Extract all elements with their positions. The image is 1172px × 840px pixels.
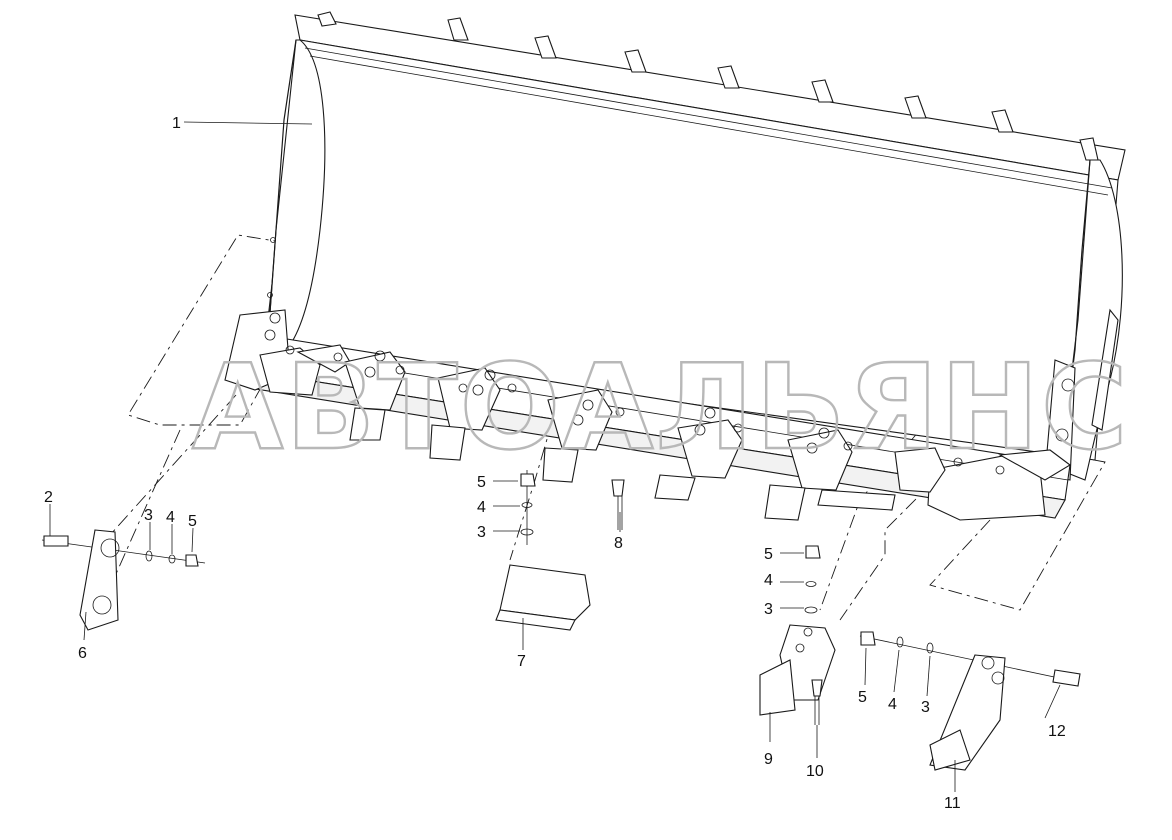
center-fasteners <box>520 470 625 545</box>
wear-plate-7 <box>495 564 591 631</box>
pin-10 <box>811 679 823 725</box>
callout-4: 4 <box>166 509 175 526</box>
tooth-bolts <box>285 345 1005 475</box>
bucket-body <box>264 11 1126 481</box>
callout-11: 11 <box>944 795 961 812</box>
callout-4: 4 <box>477 499 486 516</box>
callout-3: 3 <box>144 507 153 524</box>
callout-3: 3 <box>921 699 930 716</box>
callout-3: 3 <box>477 524 486 541</box>
callout-4: 4 <box>888 696 897 713</box>
bucket-teeth <box>259 344 1005 521</box>
tooth-adapter-9 <box>759 624 836 716</box>
callout-1: 1 <box>172 115 181 132</box>
callout-4: 4 <box>764 572 773 589</box>
callout-12: 12 <box>1048 723 1066 740</box>
right-center-fasteners <box>804 545 821 614</box>
left-side-adapter-assembly <box>41 529 206 631</box>
callout-5: 5 <box>858 689 867 706</box>
callout-5: 5 <box>764 546 773 563</box>
callout-7: 7 <box>517 653 526 670</box>
callout-9: 9 <box>764 751 773 768</box>
leader-lines <box>49 121 1061 792</box>
callout-8: 8 <box>614 535 623 552</box>
right-side-adapter-assembly <box>859 631 1081 771</box>
callout-10: 10 <box>806 763 824 780</box>
callout-5: 5 <box>477 474 486 491</box>
callout-6: 6 <box>78 645 87 662</box>
callout-labels: 1 2 3 4 5 6 5 4 3 7 8 5 4 3 9 10 5 4 3 1… <box>44 115 1066 812</box>
callout-3: 3 <box>764 601 773 618</box>
callout-5: 5 <box>188 513 197 530</box>
callout-2: 2 <box>44 489 53 506</box>
watermark-text: АВТОАЛЬЯНС <box>192 338 1130 476</box>
